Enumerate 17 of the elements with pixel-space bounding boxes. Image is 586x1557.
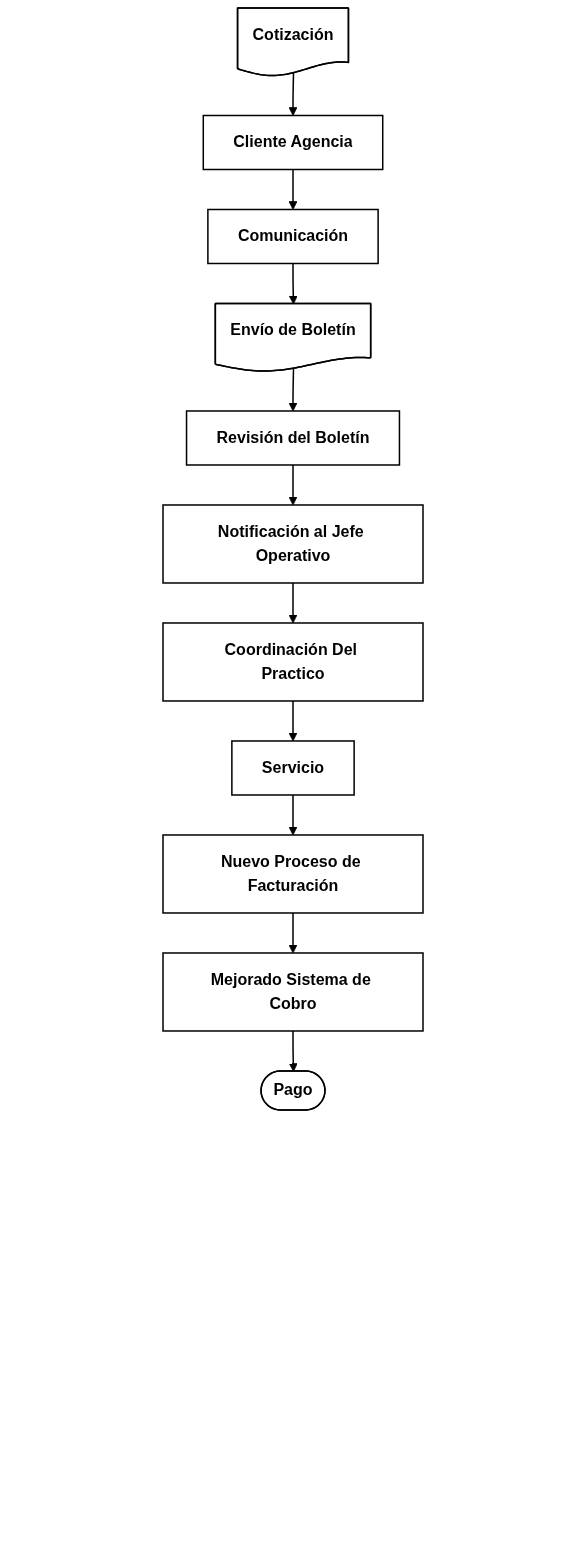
arrow [288, 72, 298, 116]
node-box: Revisión del Boletín [185, 410, 401, 466]
arrow [288, 367, 298, 412]
node-box: Mejorado Sistema de Cobro [162, 952, 424, 1032]
node-box: Comunicación [207, 208, 379, 265]
node-box: Coordinación Del Practico [162, 622, 424, 702]
arrow [288, 700, 298, 742]
node-box: Nuevo Proceso de Facturación [162, 834, 424, 914]
arrow [288, 464, 298, 506]
node-box: Notificación al Jefe Operativo [162, 504, 424, 584]
arrow [288, 168, 298, 210]
arrow [288, 582, 298, 624]
node-box: Servicio [231, 740, 355, 796]
node-box: Cliente Agencia [202, 114, 384, 171]
arrow [288, 1030, 298, 1072]
arrow [288, 912, 298, 954]
arrow [288, 794, 298, 836]
